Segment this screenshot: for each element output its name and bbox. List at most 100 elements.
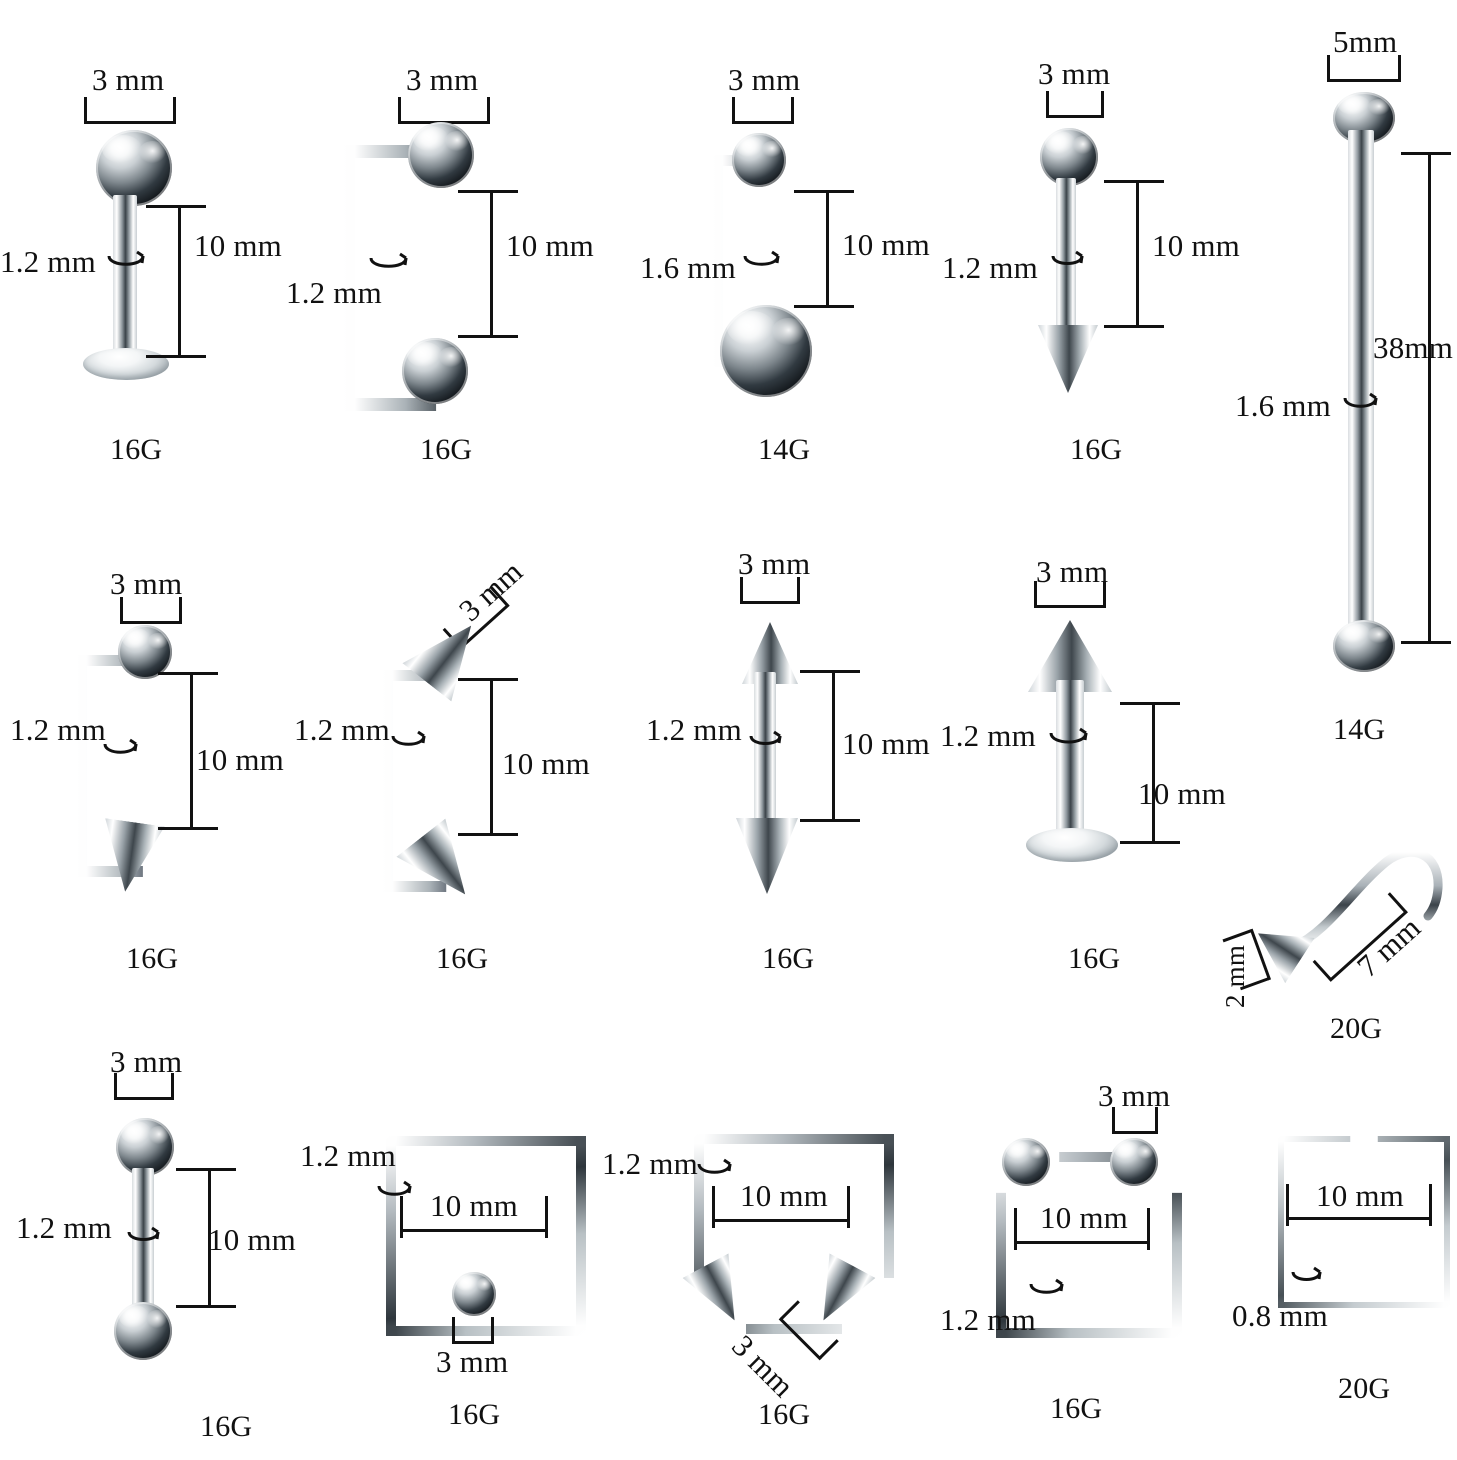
thickness-label: 1.2 mm xyxy=(0,244,96,279)
length-label: 10 mm xyxy=(1152,228,1240,263)
diameter-dimension xyxy=(712,1186,850,1232)
gauge-label: 14G xyxy=(758,433,811,466)
item-industrial-barbell: 5mm 1.6 mm 38mm 14G xyxy=(1215,0,1457,790)
length-dimension xyxy=(176,1168,238,1308)
thread-turn-icon xyxy=(377,1180,412,1196)
length-dimension xyxy=(458,678,520,836)
ball-size-label: 3 mm xyxy=(436,1344,509,1379)
thickness-label: 1.2 mm xyxy=(940,718,1036,753)
ball-size-dimension xyxy=(84,97,176,134)
length-dimension xyxy=(1104,180,1166,328)
shaft xyxy=(1056,680,1084,852)
gauge-label: 16G xyxy=(436,942,489,975)
item-horseshoe-spikes: 1.2 mm 10 mm 3 mm 16G xyxy=(600,1120,940,1460)
top-ball xyxy=(732,133,786,187)
item-curved-barbell-two-balls: 3 mm 1.2 mm 10 mm 16G xyxy=(280,0,610,500)
shaft xyxy=(113,195,137,370)
spike-size-label: 3 mm xyxy=(1036,554,1109,589)
gauge-label: 16G xyxy=(1068,942,1121,975)
length-dimension xyxy=(794,190,856,308)
length-label: 10 mm xyxy=(506,228,594,263)
thickness-label: 1.6 mm xyxy=(1235,388,1331,423)
shaft xyxy=(1056,178,1076,330)
gauge-label: 16G xyxy=(110,433,163,466)
flat-back-disc xyxy=(83,348,169,380)
thickness-label: 1.2 mm xyxy=(942,250,1038,285)
bottom-spike xyxy=(736,818,798,894)
diameter-dimension xyxy=(400,1196,548,1242)
item-nose-screw-cone: 2 mm 7 mm 20G xyxy=(1190,830,1457,1060)
item-seamless-nose-hoop: 0.8 mm 10 mm 20G xyxy=(1220,1130,1457,1460)
thread-turn-icon xyxy=(369,252,408,268)
thread-turn-icon xyxy=(743,250,780,266)
shaft xyxy=(754,672,776,830)
thread-turn-icon xyxy=(391,730,426,746)
thickness-label: 1.2 mm xyxy=(294,712,390,747)
thickness-label: 0.8 mm xyxy=(1232,1298,1328,1333)
length-dimension xyxy=(1120,702,1182,844)
gauge-label: 20G xyxy=(1330,1012,1383,1045)
spike-size-label: 3 mm xyxy=(738,546,811,581)
ball-size-dimension xyxy=(114,1073,174,1110)
item-labret-ball-flat-back: 3 mm 1.2 mm 10 mm 16G xyxy=(0,0,300,500)
ball-size-label: 3 mm xyxy=(110,566,183,601)
diameter-label: 10 mm xyxy=(740,1178,828,1213)
top-ball xyxy=(116,1118,174,1176)
item-curved-barbell-ball-spike: 3 mm 1.2 mm 10 mm 16G xyxy=(0,530,310,990)
length-label: 10 mm xyxy=(194,228,282,263)
gauge-label: 14G xyxy=(1333,713,1386,746)
thread-turn-icon xyxy=(749,730,782,745)
thickness-label: 1.2 mm xyxy=(646,712,742,747)
diameter-dimension xyxy=(1286,1184,1432,1230)
thickness-label: 1.2 mm xyxy=(16,1210,112,1245)
ball-size-label: 3 mm xyxy=(110,1044,183,1079)
diameter-label: 10 mm xyxy=(430,1188,518,1223)
item-horseshoe-balls: 3 mm 1.2 mm 10 mm 16G xyxy=(940,1070,1270,1460)
thread-turn-icon xyxy=(1343,392,1378,408)
item-barbell-ball-spike: 3 mm 1.2 mm 10 mm 16G xyxy=(940,0,1270,500)
shaft xyxy=(1348,130,1374,650)
top-ball xyxy=(1040,128,1098,186)
gauge-label: 16G xyxy=(762,942,815,975)
thread-turn-icon xyxy=(1051,250,1084,265)
length-label: 10 mm xyxy=(842,227,930,262)
item-curved-barbell-two-spikes: 3 mm 1.2 mm 10 mm 16G xyxy=(290,530,620,990)
ball-size-label: 3 mm xyxy=(728,62,801,97)
bottom-ball xyxy=(402,338,468,404)
length-label: 10 mm xyxy=(842,726,930,761)
right-ball xyxy=(1110,1138,1158,1186)
thread-turn-icon xyxy=(1029,1278,1064,1294)
gauge-label: 16G xyxy=(126,942,179,975)
spike-size-dimension xyxy=(1034,581,1106,618)
item-captive-bead-ring: 1.2 mm 10 mm 3 mm 16G xyxy=(290,1120,620,1460)
ball-size-label: 3 mm xyxy=(1098,1078,1171,1113)
left-ball xyxy=(1002,1138,1050,1186)
thickness-label: 1.2 mm xyxy=(940,1302,1036,1337)
length-dimension xyxy=(800,670,862,822)
gauge-label: 16G xyxy=(200,1410,253,1443)
bottom-ball xyxy=(114,1302,172,1360)
gauge-label: 16G xyxy=(1050,1392,1103,1425)
length-dimension xyxy=(458,190,520,338)
top-ball xyxy=(96,130,172,206)
spike-size-dimension xyxy=(740,577,800,614)
ball-size-dimension xyxy=(1046,91,1104,128)
thickness-label: 1.2 mm xyxy=(300,1138,396,1173)
item-barbell-two-spikes: 3 mm 1.2 mm 10 mm 16G xyxy=(630,530,960,990)
item-navel-banana-barbell: 3 mm 1.6 mm 10 mm 14G xyxy=(620,0,950,500)
bottom-ball xyxy=(1333,620,1395,672)
top-ball xyxy=(408,122,474,188)
diameter-dimension xyxy=(1014,1208,1150,1254)
ball-size-label: 5mm xyxy=(1333,24,1398,59)
top-ball xyxy=(118,625,172,679)
ball-size-dimension xyxy=(1112,1107,1158,1144)
ball-size-label: 3 mm xyxy=(92,62,165,97)
length-dimension xyxy=(1401,152,1453,644)
captive-bead xyxy=(452,1272,496,1316)
flat-back-disc xyxy=(1026,828,1118,862)
thread-turn-icon xyxy=(1049,727,1088,744)
length-label: 38mm xyxy=(1373,330,1454,365)
thickness-label: 1.2 mm xyxy=(286,275,382,310)
gauge-label: 16G xyxy=(758,1398,811,1431)
thread-turn-icon xyxy=(127,1226,160,1241)
